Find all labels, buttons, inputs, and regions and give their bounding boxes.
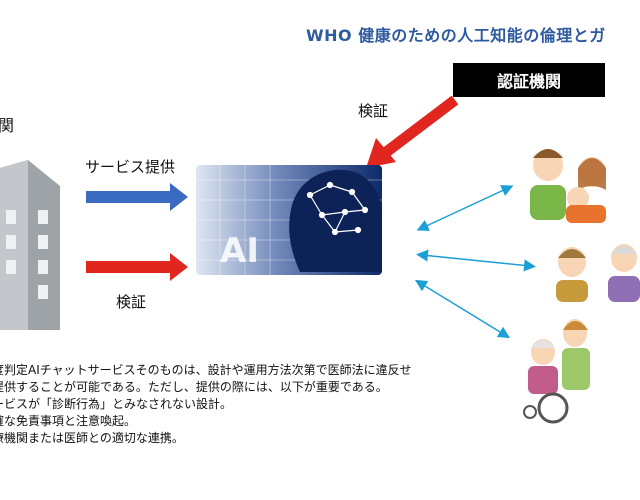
caregiver-icon xyxy=(523,319,590,424)
elderly-couple-icon xyxy=(556,244,640,302)
certification-body-box: 認証機関 xyxy=(453,63,605,97)
note-line: 確な免責事項と注意喚起。 xyxy=(0,414,137,428)
ai-head-icon: AI xyxy=(196,165,382,275)
family-icon xyxy=(530,149,606,223)
note-line: 療機関または医師との適切な連携。 xyxy=(0,431,184,445)
note-line: 度判定AIチャットサービスそのものは、設計や運用方法次第で医師法に違反せ xyxy=(0,363,412,377)
notes-list: 度判定AIチャットサービスそのものは、設計や運用方法次第で医師法に違反せ 提供す… xyxy=(0,362,412,447)
note-line: 提供することが可能である。ただし、提供の際には、以下が重要である。 xyxy=(0,380,388,394)
connector-arrows xyxy=(414,185,536,339)
note-line: ービスが「診断行為」とみなされない設計。 xyxy=(0,397,233,411)
verify-label-top: 検証 xyxy=(358,102,389,120)
building-icon xyxy=(0,160,60,330)
verify-arrow-bottom xyxy=(86,253,188,281)
service-arrow xyxy=(86,183,188,211)
verify-label-bottom: 検証 xyxy=(116,293,147,311)
left-entity-label: 関 xyxy=(0,116,15,135)
verify-arrow-top xyxy=(366,95,459,168)
page-title: WHO 健康のための人工知能の倫理とガ xyxy=(306,26,606,45)
service-label: サービス提供 xyxy=(85,158,176,176)
ai-text: AI xyxy=(220,231,259,271)
